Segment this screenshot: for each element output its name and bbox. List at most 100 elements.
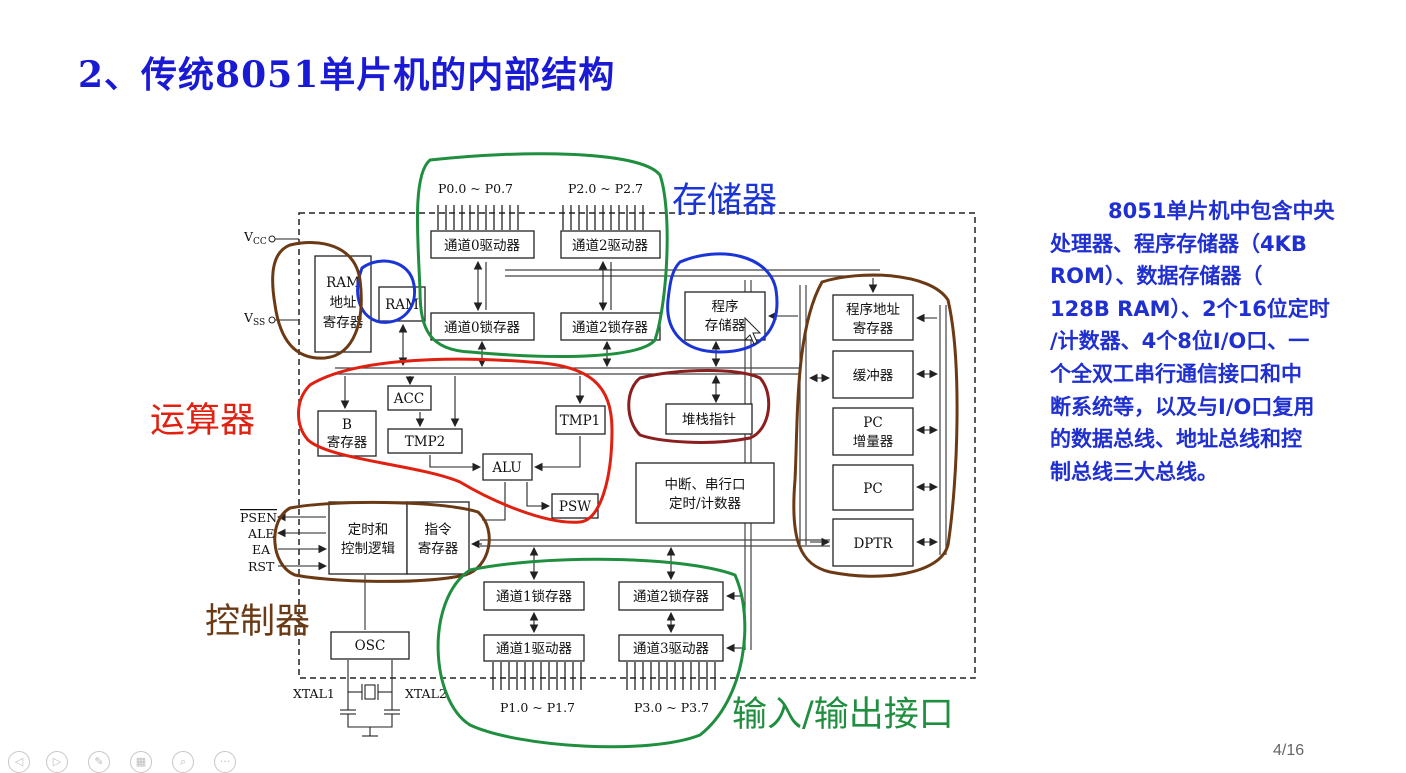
pc-group-circle-brown [792,273,959,578]
ir-line1: 指令 [425,522,452,538]
p0-latch-label: 通道0锁存器 [444,320,521,336]
bottom-port-arrows [529,546,743,653]
p1-driver-label: 通道1驱动器 [496,641,573,657]
crystal-circuit [340,660,400,737]
p2-latch-label: 通道2锁存器 [572,320,649,336]
desc-line-5: /计数器、4个8位I/O口、一 [1050,329,1310,354]
vss-pin [268,316,276,324]
ram-addr-circle-brown [271,241,363,360]
pc-box [832,464,914,511]
xtal1-label: XTAL1 [293,686,335,701]
dptr-label: DPTR [853,536,893,552]
osc-label: OSC [355,638,386,654]
acc-label: ACC [393,391,424,407]
timing-line1: 定时和 [348,522,389,538]
vcc-pin-label: VCC [243,229,267,247]
left-arrow-icon: ◁ [14,755,24,768]
pcaddr-line2: 寄存器 [853,320,894,337]
hand-annotations [271,152,959,749]
rom-line1: 程序 [712,299,739,315]
p1-pins [492,662,582,690]
ea-pin-label: EA [252,542,271,557]
tmp1-box [555,405,606,435]
oscillator-box [330,631,410,660]
more-icon: ··· [219,755,231,768]
ale-pin-label: ALE [247,526,274,541]
zoom-icon: ⌕ [179,755,187,768]
internal-bus-lines [335,269,947,650]
next-slide-button[interactable]: ▷ [46,751,68,773]
vss-pin-label: VSS [243,310,265,328]
p1-driver-box [483,634,585,662]
b-line2: 寄存器 [327,434,368,451]
alu-arrows [340,376,585,521]
vcc-pin [268,235,276,243]
mouse-cursor-icon [744,316,762,345]
pc-label: PC [863,481,882,497]
ram-addr-line3: 寄存器 [323,314,364,331]
b-register-box [317,410,377,457]
description-text: 8051单片机中包含中央 处理器、程序存储器（4KB ROM）、数据存储器（ 1… [1050,195,1390,488]
pc-arrows [767,278,939,547]
tmp2-label: TMP2 [405,434,446,450]
rom-line2: 存储器 [705,318,746,334]
more-options-button[interactable]: ··· [214,751,236,773]
p3-driver-label: 通道3驱动器 [633,641,710,657]
pcinc-line1: PC [863,415,882,431]
alu-annotation: 运算器 [150,401,255,441]
stack-circle-darkred [627,369,771,444]
alu-circle-red [297,357,614,524]
p2-latch-bottom-label: 通道2锁存器 [633,589,710,605]
timing-line2: 控制逻辑 [341,541,395,557]
p1-latch-label: 通道1锁存器 [496,589,573,605]
pages-icon: ▦ [135,755,147,768]
zoom-button[interactable]: ⌕ [172,751,194,773]
b-line1: B [342,417,352,433]
desc-line-6: 个全双工串行通信接口和中 [1050,361,1302,386]
desc-line-3: ROM）、数据存储器（ [1050,264,1263,289]
psen-pin-label: PSEN [240,510,277,525]
int-line2: 定时/计数器 [669,496,742,512]
desc-line-4: 128B RAM）、2个16位定时 [1050,296,1330,321]
alu-label: ALU [491,460,521,476]
desc-line-1: 8051单片机中包含中央 [1108,199,1335,223]
dptr-box [832,518,914,567]
tmp1-label: TMP1 [560,413,601,429]
pc-address-register-box [832,294,914,341]
psw-label: PSW [559,499,591,515]
pcaddr-line1: 程序地址 [846,302,900,318]
ram-box [378,286,426,322]
instruction-register-box [406,501,470,575]
rom-circle-blue [666,252,779,354]
p3-pins [626,662,716,690]
prev-slide-button[interactable]: ◁ [8,751,30,773]
p2-label: P2.0 ~ P2.7 [568,181,643,196]
ram-addr-line1: RAM [326,275,360,291]
p2-driver-box [560,230,661,259]
timing-control-logic-box [328,501,408,575]
p2-driver-label: 通道2驱动器 [572,238,649,254]
control-pin-lines [276,512,328,571]
p0-pins [437,205,519,230]
p0-driver-label: 通道0驱动器 [444,238,521,254]
rst-pin-label: RST [248,559,275,574]
p2-latch-box [560,312,661,341]
io-annotation: 输入/输出接口 [732,695,954,735]
p1-label: P1.0 ~ P1.7 [500,700,575,715]
pc-incrementer-box [832,407,914,456]
pen-tool-button[interactable]: ✎ [88,751,110,773]
alu-box [482,453,533,481]
desc-line-7: 断系统等，以及与I/O口复用 [1050,394,1315,419]
io-circle-green [436,557,747,749]
slide-sorter-button[interactable]: ▦ [130,751,152,773]
int-line1: 中断、串行口 [665,477,746,493]
memory-annotation: 存储器 [672,181,777,221]
desc-line-2: 处理器、程序存储器（4KB [1050,231,1307,256]
pcinc-line2: 增量器 [853,434,894,450]
memory-circle-green [415,152,669,358]
slide-title: 2、传统8051单片机的内部结构 [78,54,616,96]
tmp2-box [387,428,463,454]
p2-latch-bottom-box [618,581,724,611]
p0-driver-box [430,230,535,259]
